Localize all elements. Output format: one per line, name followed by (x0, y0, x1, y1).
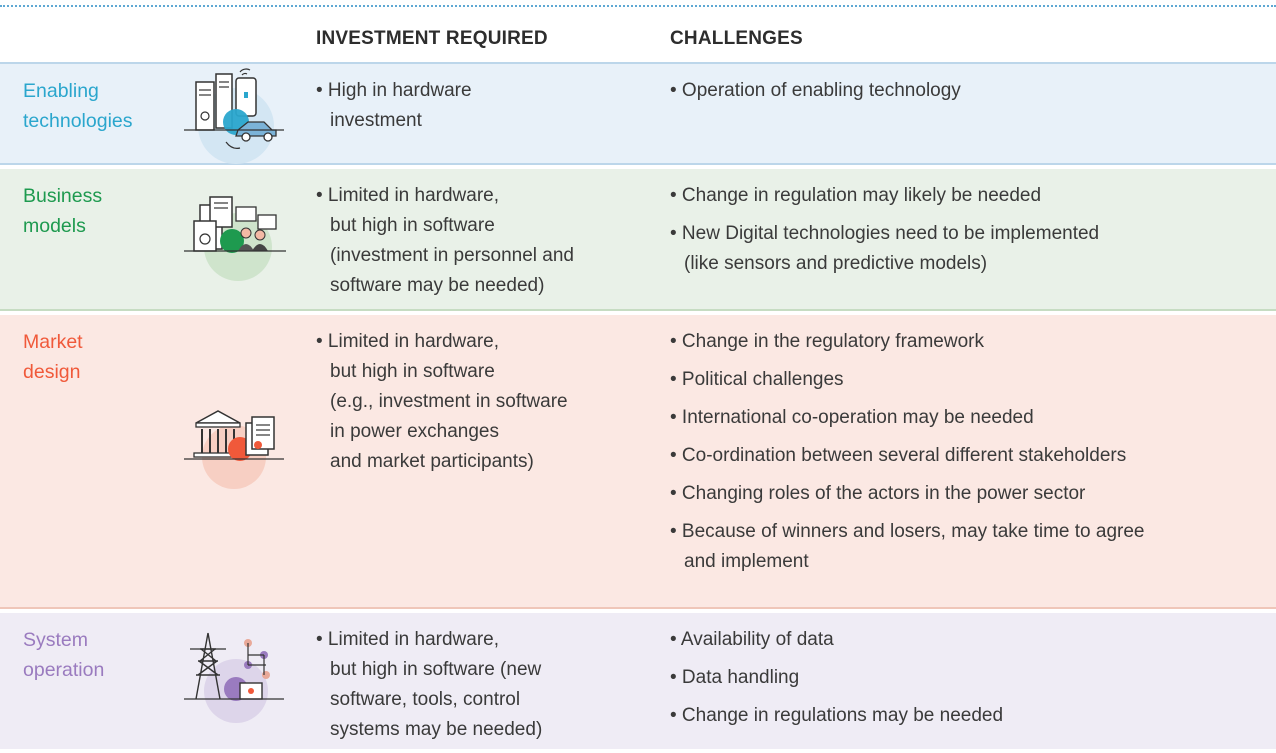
category-title-business: Business models (23, 185, 103, 237)
top-dotted-rule (0, 5, 1276, 7)
investment-cell-business: • Limited in hardware, but high in softw… (316, 181, 656, 309)
challenges-cell-market: • Change in the regulatory framework • P… (670, 327, 1276, 577)
table-header: INVESTMENT REQUIRED CHALLENGES (0, 22, 1276, 62)
investment-cell-enabling: • High in hardware investment (316, 76, 656, 144)
challenges-cell-business: • Change in regulation may likely be nee… (670, 181, 1276, 287)
table-row-system-operation: System operation • Limited in hardware, … (0, 613, 1276, 749)
investment-cell-system: • Limited in hardware, but high in softw… (316, 625, 656, 753)
investment-cell-market: • Limited in hardware, but high in softw… (316, 327, 656, 485)
challenge-item: • International co-operation may be need… (670, 407, 1034, 428)
investment-item: • Limited in hardware, but high in softw… (316, 185, 574, 296)
table-row-business-models: Business models • Limited in hardware, b… (0, 169, 1276, 311)
category-title-enabling: Enabling technologies (23, 80, 133, 132)
challenges-cell-system: • Availability of data • Data handling •… (670, 625, 1276, 739)
challenge-item: • Because of winners and losers, may tak… (670, 521, 1145, 572)
challenge-item: • Availability of data (670, 629, 834, 650)
ev-charging-devices-icon (184, 68, 284, 164)
challenges-header: CHALLENGES (670, 28, 803, 49)
challenge-item: • Change in regulation may likely be nee… (670, 185, 1042, 206)
investment-item: • High in hardware investment (316, 80, 472, 131)
category-title-market: Market design (23, 331, 83, 383)
category-title-system: System operation (23, 629, 105, 681)
challenge-item: • New Digital technologies need to be im… (670, 223, 1100, 274)
challenge-item: • Operation of enabling technology (670, 80, 961, 101)
table-row-market-design: Market design • Limited in hardware, but… (0, 315, 1276, 609)
challenge-item: • Political challenges (670, 369, 844, 390)
challenge-item: • Data handling (670, 667, 800, 688)
table-row-enabling-technologies: Enabling technologies • High in hardware… (0, 62, 1276, 165)
investment-item: • Limited in hardware, but high in softw… (316, 331, 568, 472)
challenge-item: • Change in the regulatory framework (670, 331, 984, 352)
challenge-item: • Changing roles of the actors in the po… (670, 483, 1086, 504)
challenges-cell-enabling: • Operation of enabling technology (670, 76, 1276, 114)
challenge-item: • Change in regulations may be needed (670, 705, 1004, 726)
business-documents-people-icon (184, 196, 286, 281)
power-tower-network-icon (184, 632, 284, 723)
challenge-item: • Co-ordination between several differen… (670, 445, 1127, 466)
investment-item: • Limited in hardware, but high in softw… (316, 629, 543, 740)
institution-contract-icon (184, 410, 284, 489)
investment-header: INVESTMENT REQUIRED (316, 28, 548, 49)
